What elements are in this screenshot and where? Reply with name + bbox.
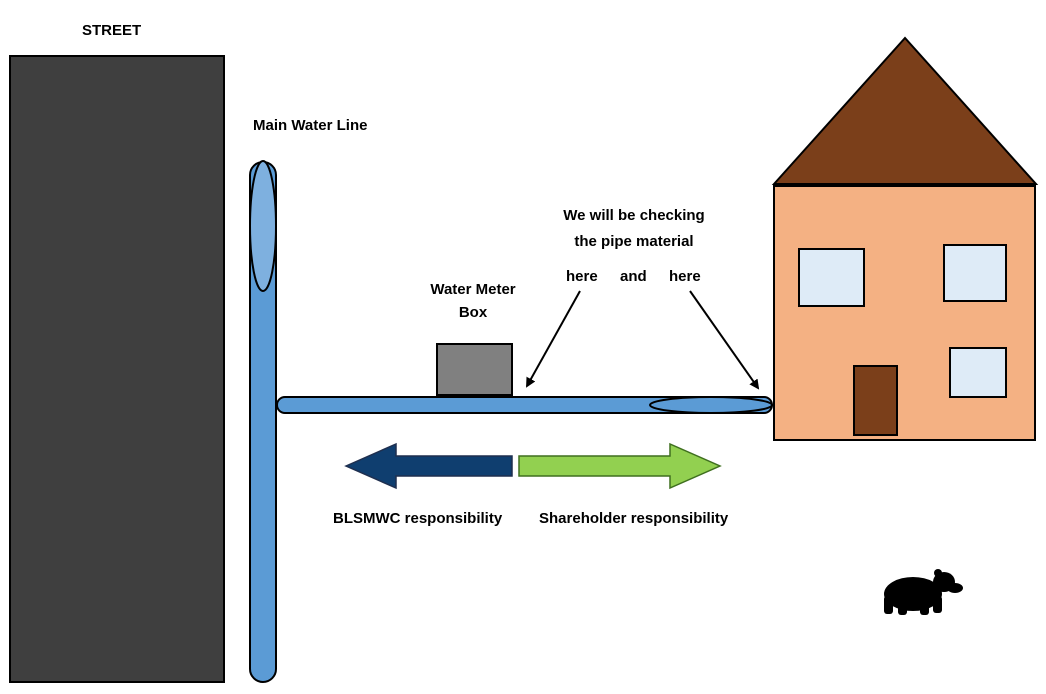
pointer-arrow-meter-side bbox=[526, 290, 581, 388]
house-wall bbox=[773, 185, 1036, 441]
here-left-label: here bbox=[566, 268, 598, 285]
water-meter-box-label-line1: Water Meter bbox=[430, 281, 516, 298]
blsmwc-responsibility-label: BLSMWC responsibility bbox=[333, 510, 503, 527]
shareholder-responsibility-label: Shareholder responsibility bbox=[539, 510, 729, 527]
checking-label-line1: We will be checking bbox=[563, 207, 705, 224]
pointer-arrow-house-side bbox=[689, 290, 760, 390]
and-label: and bbox=[620, 268, 647, 285]
main-water-line-label: Main Water Line bbox=[253, 117, 368, 134]
main-water-line-pipe-end bbox=[249, 160, 277, 292]
checking-label-line2: the pipe material bbox=[574, 233, 694, 250]
street-block bbox=[9, 55, 225, 683]
house-door bbox=[853, 365, 898, 436]
here-right-label: here bbox=[669, 268, 701, 285]
water-meter-box bbox=[436, 343, 513, 396]
house-window-bottom-right bbox=[949, 347, 1007, 398]
water-meter-box-label-line2: Box bbox=[458, 304, 488, 321]
street-label: STREET bbox=[82, 22, 142, 39]
bear-icon bbox=[884, 569, 963, 615]
blsmwc-responsibility-arrow bbox=[344, 442, 513, 490]
service-line-pipe-end bbox=[649, 396, 773, 414]
house-window-top-left bbox=[798, 248, 865, 307]
house-roof bbox=[771, 36, 1039, 185]
house-window-top-right bbox=[943, 244, 1007, 302]
shareholder-responsibility-arrow bbox=[518, 442, 722, 490]
